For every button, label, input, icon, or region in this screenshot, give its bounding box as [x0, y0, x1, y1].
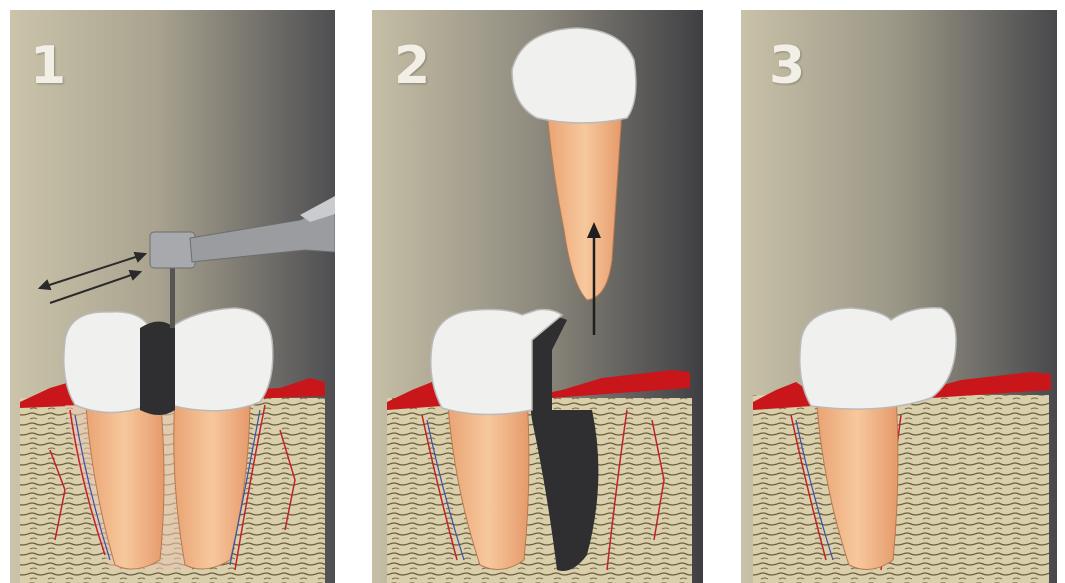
step-number: 1 — [30, 40, 66, 92]
healthy-crown — [800, 308, 956, 409]
drill-head — [150, 232, 195, 268]
jaw-bone — [753, 395, 1049, 583]
left-crown — [64, 312, 150, 413]
step-1-panel: 1 — [10, 10, 335, 583]
step-number: 3 — [769, 40, 805, 92]
step-number: 2 — [394, 40, 430, 92]
cut-line — [140, 322, 175, 416]
step-3-panel: 3 — [741, 10, 1057, 583]
right-crown — [170, 308, 273, 411]
extracted-crown — [512, 28, 636, 123]
step-2-panel: 2 — [372, 10, 703, 583]
drill-bit — [170, 266, 175, 328]
